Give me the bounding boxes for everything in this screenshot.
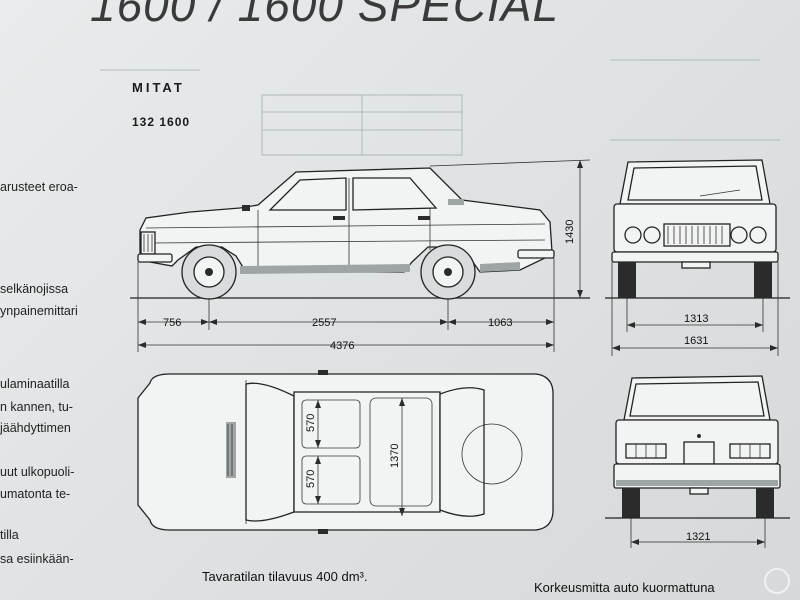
- rear-view-car: [605, 375, 790, 519]
- margin-line: arusteet eroa-: [0, 180, 78, 194]
- dim-front-overhang: 756: [163, 317, 181, 329]
- dim-interior-length: 1370: [389, 444, 401, 468]
- dim-seat-rear: 570: [305, 470, 317, 488]
- dim-seat-front: 570: [305, 414, 317, 432]
- height-dimension: 1430: [429, 159, 591, 298]
- trunk-volume-caption: Tavaratilan tilavuus 400 dm³.: [202, 569, 368, 584]
- watermark-icon: [764, 568, 790, 594]
- margin-line: selkänojissa: [0, 282, 69, 296]
- rear-track-dimension: 1321: [630, 518, 766, 548]
- model-label: 132 1600: [132, 115, 191, 129]
- dim-front-track: 1313: [684, 313, 708, 325]
- front-view-car: [605, 159, 790, 299]
- interior-dimensions: 570 570 1370: [305, 398, 405, 516]
- dim-height: 1430: [564, 220, 576, 244]
- dim-rear-overhang: 1063: [488, 317, 512, 329]
- front-width-dimensions: 1313 1631: [611, 262, 779, 356]
- margin-line: ynpainemittari: [0, 304, 78, 318]
- margin-line: uut ulkopuoli-: [0, 465, 75, 479]
- top-view-car: [137, 370, 554, 534]
- height-note-caption: Korkeusmitta auto kuormattuna: [534, 580, 715, 595]
- side-view-car: [130, 167, 590, 300]
- length-dimensions: 756 2557 1063 4376: [137, 258, 555, 352]
- bleed-through-table: [100, 59, 780, 156]
- margin-line: tilla: [0, 528, 19, 542]
- section-title: MITAT: [132, 80, 185, 95]
- margin-line: jäähdyttimen: [0, 421, 71, 435]
- margin-line: n kannen, tu-: [0, 400, 73, 414]
- margin-line: sa esiinkään-: [0, 552, 74, 566]
- dim-total-length: 4376: [330, 340, 354, 352]
- margin-line: umatonta te-: [0, 487, 71, 501]
- dim-wheelbase: 2557: [312, 317, 336, 329]
- margin-line: ulaminaatilla: [0, 377, 70, 391]
- header-title-fragment: 1600 / 1600 SPECIAL: [90, 0, 560, 31]
- dim-total-width: 1631: [684, 335, 708, 347]
- dim-rear-track: 1321: [686, 531, 710, 543]
